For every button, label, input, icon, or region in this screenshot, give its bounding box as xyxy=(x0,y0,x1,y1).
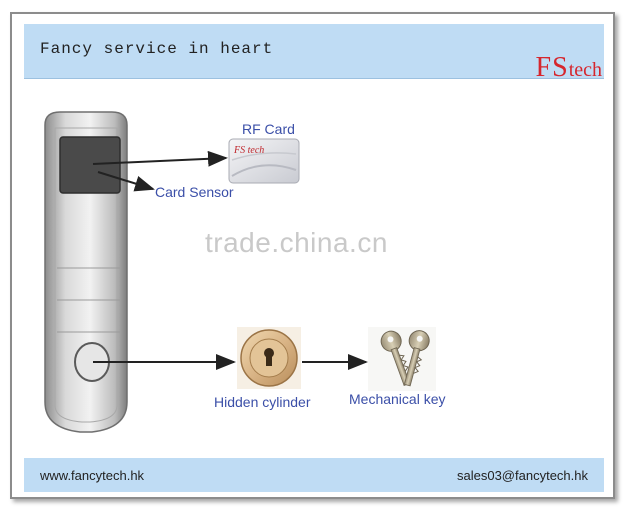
label-rf-card: RF Card xyxy=(242,121,295,137)
label-mechanical-key: Mechanical key xyxy=(349,391,446,407)
card-brand: FS tech xyxy=(233,145,264,156)
watermark: trade.china.cn xyxy=(205,227,388,258)
hidden-cylinder-photo xyxy=(237,327,301,389)
rf-card: FS tech xyxy=(228,138,300,184)
logo-text-small: tech xyxy=(568,59,602,81)
card-sensor-panel xyxy=(59,136,121,194)
door-lock xyxy=(44,111,128,433)
arrow-to-card-sensor xyxy=(97,171,155,192)
footer-email: sales03@fancytech.hk xyxy=(457,468,588,483)
label-card-sensor: Card Sensor xyxy=(155,184,234,200)
header-bar: Fancy service in heart FStech xyxy=(24,24,604,83)
arrow-to-rf-card xyxy=(92,150,228,167)
logo-text-big: FS xyxy=(535,52,569,83)
header-title: Fancy service in heart xyxy=(40,40,274,58)
label-hidden-cylinder: Hidden cylinder xyxy=(214,394,311,410)
footer-bar: www.fancytech.hk sales03@fancytech.hk xyxy=(24,458,604,492)
fstech-logo: FStech xyxy=(536,52,602,84)
mechanical-key-photo xyxy=(368,327,436,391)
footer-website: www.fancytech.hk xyxy=(40,468,145,483)
